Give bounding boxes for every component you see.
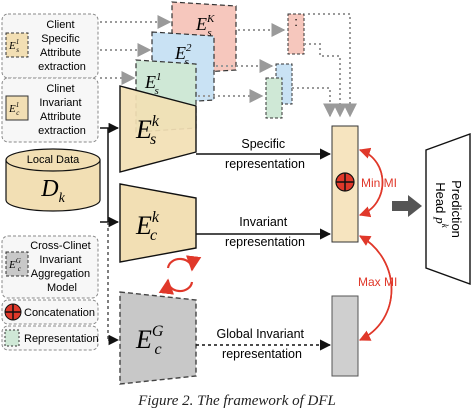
icon-ecg-sup: G xyxy=(16,257,21,265)
legend-specific-line2: Specific xyxy=(41,33,80,45)
local-data-sub: k xyxy=(59,191,66,206)
svg-text:Dk: Dk xyxy=(40,176,65,206)
local-data-links xyxy=(100,122,120,346)
legend-invariant-line1: Clinet xyxy=(46,83,74,95)
legend-cross-line3: Aggregation xyxy=(31,268,90,280)
legend-cross-line1: Cross-Clinet xyxy=(30,240,91,252)
eck-main: E xyxy=(135,211,152,240)
global-label-line2: representation xyxy=(222,347,302,361)
es2-sub: s xyxy=(185,56,189,68)
legend-concatenation: Concatenation xyxy=(1,299,99,325)
representation-arrows xyxy=(196,148,332,351)
svg-text:Client Specific At: Client Specific Attribute extraction xyxy=(38,19,86,73)
legend-cross-line2: Invariant xyxy=(39,254,81,266)
icon-ec1-sub: c xyxy=(16,109,20,117)
local-data-cylinder: Local Data Dk xyxy=(5,148,101,212)
global-label-line1: Global Invariant xyxy=(216,327,304,341)
esK-main: E xyxy=(195,14,207,34)
head-sup: k xyxy=(440,224,450,229)
to-head-arrow xyxy=(392,195,422,217)
es2-sup: 2 xyxy=(186,42,192,54)
svg-text:EKs: EKs xyxy=(195,13,215,39)
svg-text:EGc: EGc xyxy=(8,257,22,273)
legend-specific-line3: Attribute xyxy=(40,47,81,59)
icon-es1-main: E xyxy=(8,40,16,52)
esK-sub: s xyxy=(207,27,211,39)
legend-specific-line4: extraction xyxy=(38,61,86,73)
icon-es1-sup: 1 xyxy=(16,38,20,46)
svg-text:Invariant representation: Invariant representation xyxy=(225,215,305,249)
svg-text:Headpk: Head pk xyxy=(433,182,450,229)
eck-sub: c xyxy=(150,227,157,244)
es1-sub: s xyxy=(155,85,159,97)
specific-label-line1: Specific xyxy=(241,137,285,151)
svg-text:Eks: Eks xyxy=(135,113,160,148)
local-data-label: Local Data xyxy=(27,154,80,166)
client-invariant-encoder-icon xyxy=(5,95,29,121)
svg-text:EGc: EGc xyxy=(135,323,164,358)
eck-sup: k xyxy=(152,209,160,226)
ecg-main: E xyxy=(135,325,152,354)
specific-label-line2: representation xyxy=(225,157,305,171)
icon-ec1-main: E xyxy=(8,103,16,115)
head-symbol: p xyxy=(433,216,448,224)
local-data-symbol: D xyxy=(40,176,58,202)
representation-icon xyxy=(4,329,20,347)
concatenation-node xyxy=(335,172,355,192)
icon-ec1-sup: 1 xyxy=(16,101,20,109)
es1-sup: 1 xyxy=(156,71,162,83)
mi-arcs xyxy=(358,147,393,341)
ecg-sup: G xyxy=(152,323,164,340)
es2-main: E xyxy=(174,43,186,63)
min-mi-label: Min MI xyxy=(361,176,397,190)
legend-invariant-line3: Attribute xyxy=(40,111,81,123)
representation-stack: : xyxy=(265,13,305,119)
icon-ecg-sub: c xyxy=(18,265,22,273)
svg-text:E1s: E1 s xyxy=(144,71,162,97)
representation-dots: : xyxy=(294,14,298,29)
svg-text:Global Invariant represent: Global Invariant representation xyxy=(216,327,307,361)
svg-text:E2s: E2 s xyxy=(174,42,192,68)
svg-text:Specific representation: Specific representation xyxy=(225,137,305,171)
head-label-line2: Head xyxy=(433,182,448,213)
es1-main: E xyxy=(144,72,156,92)
icon-es1-sub: s xyxy=(16,46,19,54)
legend-invariant-line4: extraction xyxy=(38,125,86,137)
svg-text:E1c: E1c xyxy=(8,101,20,117)
esk-sup: k xyxy=(152,113,160,130)
legend-concatenation-label: Concatenation xyxy=(24,307,95,319)
aggregation-cycle-icon xyxy=(158,255,202,295)
ecg-sub: c xyxy=(154,341,161,358)
legend-representation: Representation xyxy=(1,325,99,351)
svg-text:E1s: E1s xyxy=(8,38,19,54)
head-label-line1: Prediction xyxy=(449,180,464,238)
esk-main: E xyxy=(135,115,152,144)
legend-specific-line1: Client xyxy=(46,19,74,31)
esk-sub: s xyxy=(150,131,156,148)
icon-ecg-main: E xyxy=(8,259,16,271)
figure-caption: Figure 2. The framework of DFL xyxy=(138,393,336,409)
cross-client-model-icon xyxy=(5,251,29,277)
feedback-arrows xyxy=(100,13,357,118)
svg-text:Cross-Clinet Invariant: Cross-Clinet Invariant Aggregation Model xyxy=(30,240,94,294)
invariant-label-line1: Invariant xyxy=(239,215,287,229)
global-representation xyxy=(331,295,359,377)
legend-representation-label: Representation xyxy=(24,333,99,345)
prediction-head: Prediction Head pk xyxy=(425,133,471,285)
esK-sup: K xyxy=(206,13,215,25)
client-specific-encoder-icon xyxy=(5,32,29,58)
max-mi-label: Max MI xyxy=(358,275,397,289)
svg-text:Clinet Invariant A: Clinet Invariant Attribute extraction xyxy=(38,83,86,137)
svg-text:Ekc: Ekc xyxy=(135,209,160,244)
legend-cross-line4: Model xyxy=(47,282,77,294)
invariant-label-line2: representation xyxy=(225,235,305,249)
legend-invariant-line2: Invariant xyxy=(39,97,81,109)
